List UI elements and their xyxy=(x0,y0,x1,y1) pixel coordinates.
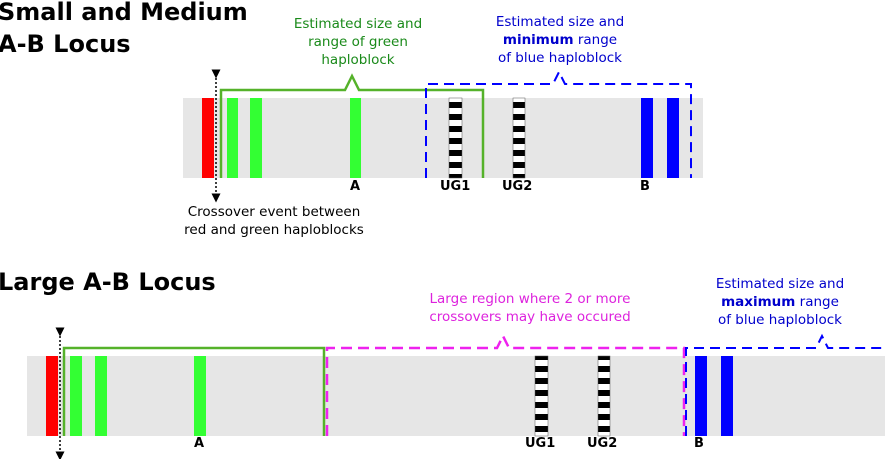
green-range-bracket xyxy=(219,73,485,178)
blue-note-min-rest: range xyxy=(574,32,618,48)
label-b: B xyxy=(640,179,650,194)
locus-bar xyxy=(27,356,885,436)
label-b: B xyxy=(694,436,704,451)
green-note-line1: Estimated size and xyxy=(294,16,422,32)
panel-large: Large A-B Locus A UG1 UG2 B Large region… xyxy=(0,268,885,459)
label-a: A xyxy=(194,436,204,451)
blue-minimum-range-bracket xyxy=(425,69,692,178)
magenta-note: Large region where 2 or more crossovers … xyxy=(429,291,630,325)
blue-note-max-bold: maximum xyxy=(721,294,795,310)
green-note-line2: range of green xyxy=(308,34,408,50)
green-note-line3: haploblock xyxy=(321,52,394,68)
ug1-marker xyxy=(448,97,463,179)
magenta-note-line2: crossovers may have occured xyxy=(429,309,630,325)
blue-note-min-line1: Estimated size and xyxy=(496,14,624,30)
magenta-note-line1: Large region where 2 or more xyxy=(430,291,631,307)
crossover-note-line1: Crossover event between xyxy=(188,204,361,220)
blue-note-min-bold: minimum xyxy=(503,32,574,48)
blue-note-min-line2: minimum range xyxy=(503,32,617,48)
blue-note-min-line3: of blue haploblock xyxy=(498,50,622,66)
green-marker xyxy=(95,356,107,436)
label-ug2: UG2 xyxy=(502,179,532,194)
crossover-note: Crossover event between red and green ha… xyxy=(184,204,364,238)
ug2-marker xyxy=(512,97,526,179)
blue-marker-b xyxy=(641,98,653,178)
label-ug2: UG2 xyxy=(587,436,617,451)
red-haploblock xyxy=(46,356,58,436)
ug2-marker xyxy=(597,355,611,437)
panel1-title-line1: Small and Medium xyxy=(0,0,248,26)
label-a: A xyxy=(350,179,360,194)
blue-note-max-line2: maximum range xyxy=(721,294,839,310)
blue-note-max-rest: range xyxy=(795,294,839,310)
blue-maximum-range-bracket xyxy=(685,333,885,436)
locus-bar xyxy=(183,98,703,178)
blue-note-max-line1: Estimated size and xyxy=(716,276,844,292)
panel2-title: Large A-B Locus xyxy=(0,268,216,296)
green-marker xyxy=(250,98,262,178)
panel-small-medium: Small and Medium A-B Locus A UG1 UG2 B E… xyxy=(0,0,703,238)
blue-note-max-line3: of blue haploblock xyxy=(718,312,842,328)
blue-marker xyxy=(667,98,679,178)
green-marker xyxy=(70,356,82,436)
green-marker-a xyxy=(350,98,361,178)
blue-marker xyxy=(721,356,733,436)
magenta-crossover-region-bracket xyxy=(325,333,686,436)
green-range-bracket xyxy=(62,346,326,436)
blue-note-min: Estimated size and minimum range of blue… xyxy=(496,14,624,66)
red-haploblock xyxy=(202,98,214,178)
label-ug1: UG1 xyxy=(525,436,555,451)
panel1-title-line2: A-B Locus xyxy=(0,30,131,58)
ug1-marker xyxy=(534,355,549,437)
green-marker xyxy=(227,98,238,178)
green-marker-a xyxy=(194,356,206,436)
green-note: Estimated size and range of green haplob… xyxy=(294,16,422,68)
blue-marker-b xyxy=(695,356,707,436)
blue-note-max: Estimated size and maximum range of blue… xyxy=(716,276,844,328)
label-ug1: UG1 xyxy=(440,179,470,194)
crossover-note-line2: red and green haploblocks xyxy=(184,222,364,238)
